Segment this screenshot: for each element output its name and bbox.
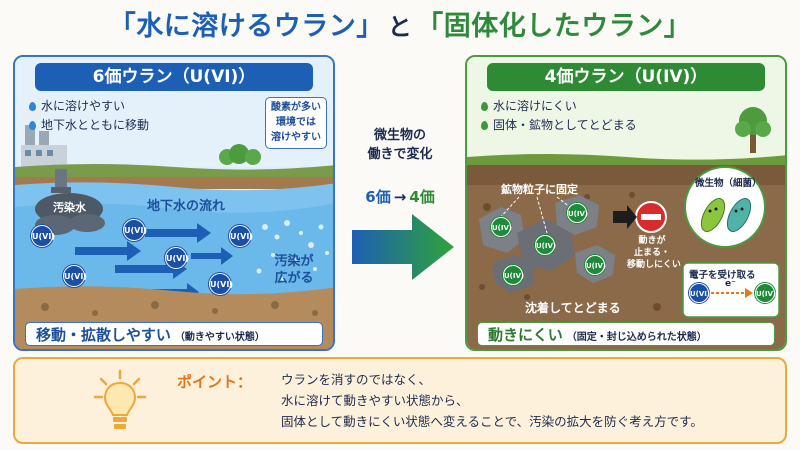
point-line: 固体として動きにくい状態へ変えることで、汚染の拡大を防ぐ考え方です。 [281, 414, 703, 429]
label-fixed-to-mineral: 鉱物粒子に固定 [501, 183, 578, 196]
valence-change: 6価→4価 [365, 188, 435, 206]
point-line: ウランを消すのではなく、 [281, 372, 432, 387]
bullet-item: 水に溶けにくい [481, 97, 637, 116]
uranium-iv-particle: U(IV) [567, 203, 588, 223]
uranium-vi-particle: U(VI) [165, 247, 189, 269]
uranium-iv-particle: U(IV) [491, 217, 512, 237]
panel-uranium-iv: 4価ウラン（U(IV)） 水に溶けにくい 固体・鉱物としてとどまる 鉱物粒子に固… [465, 55, 787, 351]
heading-uranium-vi: 6価ウラン（U(VI)） [35, 63, 313, 91]
leaf-drop-icon [481, 121, 488, 130]
footer-immobile-state: 動きにくい（固定・封じ込められた状態） [477, 322, 775, 346]
arrow-right-icon [613, 205, 637, 229]
transition-arrow-icon [352, 214, 454, 280]
label-groundwater-flow: 地下水の流れ [147, 199, 226, 214]
bullet-item: 固体・鉱物としてとどまる [481, 116, 637, 135]
footer-mobile-state: 移動・拡散しやすい（動きやすい状態） [25, 322, 323, 346]
label-spread: 汚染が 広がる [274, 254, 314, 286]
uranium-vi-particle: U(VI) [63, 265, 87, 287]
bullet-list-uranium-iv: 水に溶けにくい 固体・鉱物としてとどまる [481, 97, 637, 135]
leaf-drop-icon [481, 102, 488, 111]
point-line: 水に溶けて動きやすい状態から、 [281, 393, 469, 408]
point-text: ウランを消すのではなく、 水に溶けて動きやすい状態から、 固体として動きにくい状… [281, 369, 703, 432]
label-microbe: 微生物（細菌） [695, 178, 762, 189]
uranium-iv-particle: U(IV) [535, 235, 556, 255]
label-settle: 沈着してとどまる [525, 301, 621, 315]
bullet-item: 地下水とともに移動 [29, 116, 149, 135]
title-part-dissolved: 「水に溶けるウラン」 [108, 11, 384, 42]
bullet-list-uranium-vi: 水に溶けやすい 地下水とともに移動 [29, 97, 149, 135]
oxygen-note: 酸素が多い 環境では 溶けやすい [265, 97, 327, 149]
stop-sign-icon [635, 201, 667, 233]
bush-icon [219, 144, 261, 165]
label-contaminated-water: 汚染水 [53, 201, 86, 214]
title-part-solid: 「固体化したウラン」 [416, 11, 692, 42]
uranium-vi-particle: U(VI) [229, 225, 253, 247]
uranium-iv-particle: U(IV) [503, 265, 524, 285]
uranium-vi-particle: U(VI) [209, 273, 233, 295]
microbe-change-label: 微生物の 働きで変化 [367, 128, 433, 162]
uranium-vi-particle: U(VI) [689, 283, 710, 303]
uranium-vi-particle: U(VI) [31, 225, 55, 247]
water-drop-icon [29, 121, 36, 130]
uranium-iv-particle: U(IV) [755, 283, 776, 303]
heading-uranium-iv: 4価ウラン（U(IV)） [487, 63, 765, 91]
bullet-item: 水に溶けやすい [29, 97, 149, 116]
water-drop-icon [29, 102, 36, 111]
panel-uranium-vi: 6価ウラン（U(VI)） 水に溶けやすい 地下水とともに移動 酸素が多い 環境で… [13, 55, 335, 351]
lightbulb-icon [93, 369, 147, 429]
page-title: 「水に溶けるウラン」と「固体化したウラン」 [0, 4, 800, 46]
uranium-vi-particle: U(VI) [123, 219, 147, 241]
label-electron: e⁻ [725, 279, 736, 289]
factory-icon [21, 109, 67, 167]
microbe-icon [684, 166, 766, 248]
label-movement-stops: 動きが 止まる・ 移動しにくい [627, 236, 681, 270]
point-label: ポイント： [177, 373, 253, 391]
title-connector: と [387, 13, 413, 41]
uranium-iv-particle: U(IV) [585, 255, 606, 275]
contamination-plume-icon [35, 193, 105, 235]
label-electron-accept: 電子を受け取る [689, 270, 756, 281]
tree-icon [735, 107, 771, 153]
point-box: ポイント： ウランを消すのではなく、 水に溶けて動きやすい状態から、 固体として… [13, 357, 787, 444]
